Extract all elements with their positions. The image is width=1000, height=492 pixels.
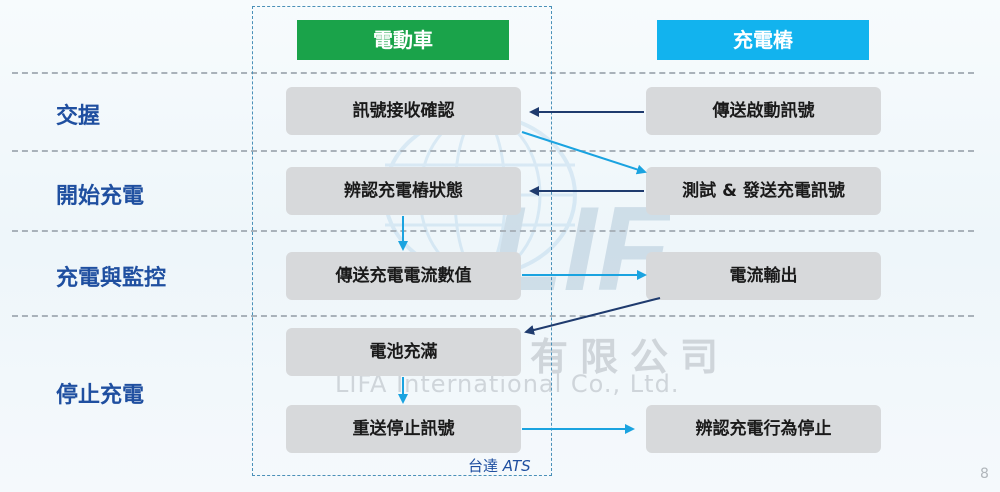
credit-name: ATS: [502, 457, 531, 475]
ev-column-frame: [252, 6, 552, 476]
phase-divider: [12, 150, 974, 152]
arrow-output-to-full: [524, 297, 661, 335]
ev-column-header: 電動車: [297, 20, 509, 60]
phase-label-start-charging: 開始充電: [56, 184, 145, 209]
charger-step-identify-stop: 辨認充電行為停止: [646, 405, 881, 453]
charger-column-header: 充電樁: [657, 20, 869, 60]
ev-step-resend-stop: 重送停止訊號: [286, 405, 521, 453]
page-number: 8: [980, 466, 989, 482]
phase-label-stop-charging: 停止充電: [56, 383, 145, 408]
arrow-confirm-to-test: [521, 131, 647, 175]
ev-step-send-current-value: 傳送充電電流數值: [286, 252, 521, 300]
phase-label-charging-monitoring: 充電與監控: [56, 266, 167, 291]
charger-step-current-output: 電流輸出: [646, 252, 881, 300]
source-credit: 台達 ATS: [468, 455, 531, 476]
phase-divider: [12, 230, 974, 232]
phase-divider: [12, 72, 974, 74]
phase-label-handshake: 交握: [56, 104, 101, 129]
charger-step-test-send: 測試 & 發送充電訊號: [646, 167, 881, 215]
ev-step-battery-full: 電池充滿: [286, 328, 521, 376]
phase-divider: [12, 315, 974, 317]
ev-step-signal-confirm: 訊號接收確認: [286, 87, 521, 135]
credit-prefix: 台達: [468, 457, 503, 475]
ev-step-identify-charger: 辨認充電樁狀態: [286, 167, 521, 215]
charger-step-send-start: 傳送啟動訊號: [646, 87, 881, 135]
